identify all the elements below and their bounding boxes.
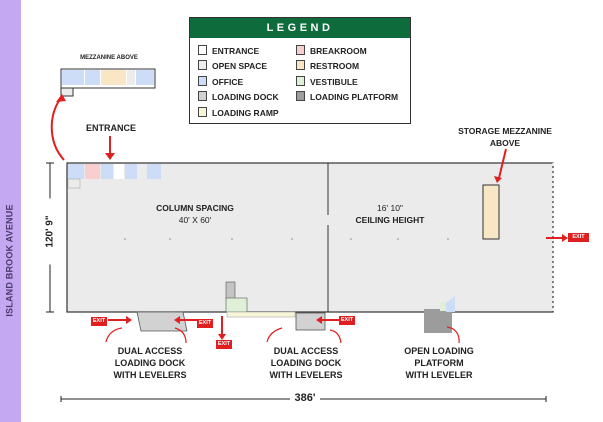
- exit-badge: EXIT: [197, 319, 213, 328]
- mezzanine-restroom: [101, 70, 126, 85]
- legend-item-loading-platform: LOADING PLATFORM: [296, 91, 398, 102]
- storage-mezzanine-label-2: ABOVE: [489, 138, 521, 148]
- width-dimension: 386': [290, 392, 320, 404]
- legend-item-office: OFFICE: [198, 76, 243, 87]
- entrance-label: ENTRANCE: [85, 123, 136, 133]
- office: [68, 164, 84, 179]
- platform-callout: OPEN LOADING PLATFORM WITH LEVELER: [404, 346, 474, 380]
- vestibule: [440, 302, 446, 311]
- exit-badge: EXIT: [339, 316, 355, 325]
- mezzanine-office: [85, 70, 100, 85]
- legend-swatch: [198, 45, 207, 55]
- exit-badge: EXIT: [568, 233, 589, 242]
- legend-item-breakroom: BREAKROOM: [296, 45, 367, 56]
- column-spacing-value: 40' X 60': [178, 215, 212, 225]
- mezzanine-label: MEZZANINE ABOVE: [80, 55, 138, 61]
- arrowheads: [56, 94, 568, 340]
- mezzanine-office: [62, 70, 84, 85]
- mezzanine-plan: [60, 68, 156, 97]
- loading-dock-2: [295, 312, 326, 331]
- warehouse-outline: [66, 162, 554, 313]
- loading-ramp: [226, 311, 296, 318]
- stair: [67, 178, 81, 189]
- legend-item-restroom: RESTROOM: [296, 60, 359, 71]
- legend-swatch: [198, 107, 207, 117]
- legend-swatch: [198, 60, 207, 70]
- office: [101, 164, 113, 179]
- legend-swatch: [198, 91, 207, 101]
- street-band: [0, 0, 21, 422]
- legend-item-vestibule: VESTIBULE: [296, 76, 358, 87]
- mezzanine-arrow: [50, 96, 65, 161]
- storage-mezzanine: [482, 184, 500, 240]
- dock-1-callout: DUAL ACCESS LOADING DOCK WITH LEVELERS: [113, 346, 187, 380]
- legend-swatch: [296, 91, 305, 101]
- callout-arrows: [105, 326, 460, 344]
- legend-swatch: [198, 76, 207, 86]
- exit-badge: EXIT: [216, 340, 232, 349]
- storage-mezzanine-label-1: STORAGE MEZZANINE: [458, 126, 552, 136]
- loading-platform: [424, 309, 452, 333]
- dock-2-callout: DUAL ACCESS LOADING DOCK WITH LEVELERS: [269, 346, 343, 380]
- mezzanine-stair: [127, 70, 135, 85]
- loading-dock-1: [136, 311, 188, 332]
- office: [147, 164, 161, 179]
- height-dimension: 120' 9": [44, 198, 56, 265]
- entrance-vestibule: [114, 164, 124, 179]
- legend-item-loading-ramp: LOADING RAMP: [198, 107, 279, 118]
- ceiling-height-value: 16' 10": [377, 203, 403, 213]
- breakroom: [85, 164, 100, 179]
- exit-badge: EXIT: [91, 317, 107, 326]
- width-dimension-line: [60, 396, 547, 402]
- loading-dock-small: [225, 281, 236, 300]
- ceiling-height-label: CEILING HEIGHT: [355, 215, 425, 225]
- legend-swatch: [296, 60, 305, 70]
- vestibule: [225, 297, 248, 313]
- legend-swatch: [296, 76, 305, 86]
- legend-swatch: [296, 45, 305, 55]
- office: [125, 164, 137, 179]
- legend-item-open-space: OPEN SPACE: [198, 60, 267, 71]
- column-spacing-label: COLUMN SPACING: [156, 203, 234, 213]
- legend-title: LEGEND: [190, 18, 410, 38]
- storage-arrow: [498, 148, 507, 179]
- legend-item-loading-dock: LOADING DOCK: [198, 91, 279, 102]
- office: [446, 296, 455, 312]
- legend-item-entrance: ENTRANCE: [198, 45, 259, 56]
- mezzanine-office: [136, 70, 154, 85]
- restroom: [138, 164, 146, 179]
- column-markers: [124, 238, 449, 240]
- mezzanine-stair-landing: [60, 87, 74, 97]
- legend: LEGEND ENTRANCE OPEN SPACE OFFICE LOADIN…: [189, 17, 411, 124]
